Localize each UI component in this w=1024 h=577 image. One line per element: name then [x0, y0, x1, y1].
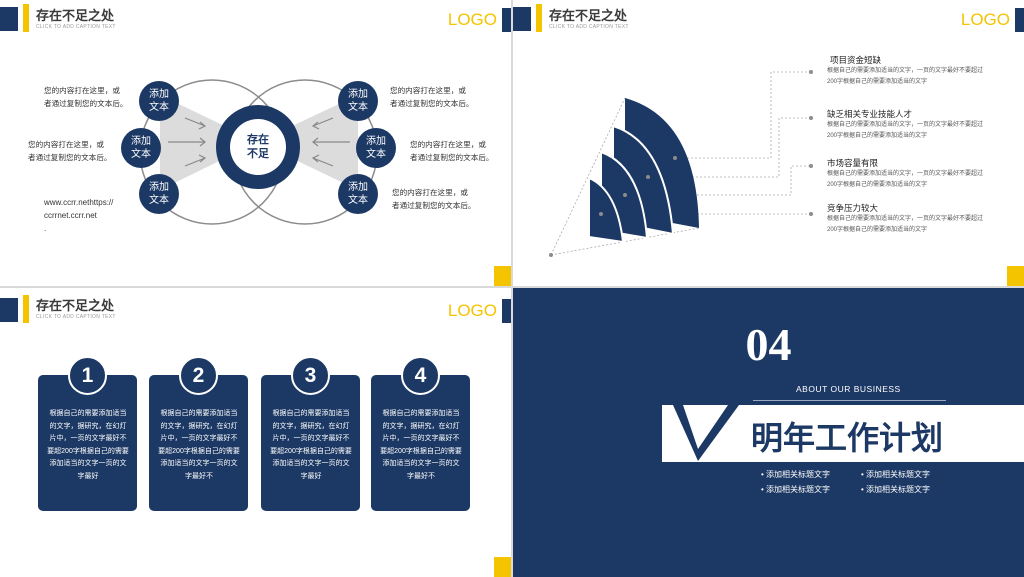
slide-subtitle: CLICK TO ADD CAPTION TEXT	[549, 24, 629, 30]
item-body-2: 根据自己的需要添加适当的文字，一页的文字最好不要超过200字根据自己的需要添加适…	[827, 122, 984, 139]
right-text-3: 您的内容打在这里，或 者通过复制您的文本后。	[392, 188, 476, 210]
slide-subtitle: CLICK TO ADD CAPTION TEXT	[36, 24, 116, 30]
slide-title: 存在不足之处	[36, 8, 115, 23]
header-navy-block	[0, 7, 18, 31]
corner-yellow-block	[494, 266, 511, 286]
node-label: 添加 文本	[366, 136, 386, 160]
card-text: 根据自己的需要添加适当的文字，据研究，在幻灯片中，一页的文字最好不要超200字根…	[270, 410, 352, 480]
header-navy-block	[513, 7, 531, 31]
card-number-1: 1	[68, 356, 107, 395]
node-label: 添加 文本	[149, 182, 169, 206]
fan-blades	[588, 98, 699, 244]
logo-navy-bar	[502, 299, 511, 323]
header-yellow-bar	[23, 295, 29, 323]
item-title-4: 竞争压力较大	[827, 203, 879, 213]
bullet-item-1: • 添加相关标题文字	[761, 470, 831, 479]
node-label: 添加 文本	[131, 136, 151, 160]
bullet-label: 添加相关标题文字	[866, 485, 931, 494]
item-title-2: 缺乏相关专业技能人才	[827, 109, 913, 119]
node-label: 添加 文本	[149, 89, 169, 113]
guide-dots	[549, 70, 813, 257]
fan-diagram	[549, 70, 813, 257]
guide-lines	[550, 71, 811, 256]
card-number-3: 3	[291, 356, 330, 395]
bullet-item-4: • 添加相关标题文字	[861, 485, 931, 494]
card-4[interactable]: 根据自己的需要添加适当的文字，据研究，在幻灯片中，一页的文字最好不要超200字根…	[371, 375, 470, 511]
card-text: 根据自己的需要添加适当的文字，据研究，在幻灯片中，一页的文字最好不要超200字根…	[47, 410, 129, 480]
slide-section-divider[interactable]: 04 ABOUT OUR BUSINESS 明年工作计划 • 添加相关标题文字 …	[513, 288, 1024, 577]
item-body-1: 根据自己的需要添加适当的文字，一页的文字最好不要超过200字根据自己的需要添加适…	[827, 68, 984, 85]
arrows	[168, 117, 350, 167]
card-2[interactable]: 根据自己的需要添加适当的文字，据研究，在幻灯片中，一页的文字最好不要超200字根…	[149, 375, 248, 511]
eyebrow-divider	[753, 400, 946, 401]
right-text-1: 您的内容打在这里，或 者通过复制您的文本后。	[390, 86, 474, 108]
card-number-2: 2	[179, 356, 218, 395]
logo: LOGO	[960, 10, 1010, 29]
card-text: 根据自己的需要添加适当的文字，据研究，在幻灯片中，一页的文字最好不要超200字根…	[158, 410, 240, 480]
corner-yellow-block	[494, 557, 511, 577]
center-node[interactable]: 存在 不足	[216, 105, 300, 189]
card-3[interactable]: 根据自己的需要添加适当的文字，据研究，在幻灯片中，一页的文字最好不要超200字根…	[261, 375, 360, 511]
left-gray-wedge	[160, 95, 258, 190]
slide-title: 存在不足之处	[549, 8, 628, 23]
node-right-middle[interactable]: 添加 文本	[356, 128, 396, 168]
node-right-top[interactable]: 添加 文本	[338, 81, 378, 121]
logo: LOGO	[447, 301, 497, 320]
bullet-label: 添加相关标题文字	[766, 470, 831, 479]
node-label: 添加 文本	[348, 89, 368, 113]
item-body-3: 根据自己的需要添加适当的文字，一页的文字最好不要超过200字根据自己的需要添加适…	[827, 171, 984, 188]
overlap-circles-diagram	[139, 79, 378, 225]
right-text-2: 您的内容打在这里，或 者通过复制您的文本后。	[410, 140, 494, 162]
item-title-3: 市场容量有限	[827, 158, 879, 168]
left-text-1: 您的内容打在这里，或 者通过复制您的文本后。	[44, 86, 128, 108]
bullet-item-3: • 添加相关标题文字	[761, 485, 831, 494]
right-gray-wedge	[258, 95, 358, 190]
slide-subtitle: CLICK TO ADD CAPTION TEXT	[36, 314, 116, 320]
bullet-label: 添加相关标题文字	[866, 470, 931, 479]
header-yellow-bar	[23, 4, 29, 32]
section-title: 明年工作计划	[751, 420, 944, 456]
node-right-bottom[interactable]: 添加 文本	[338, 174, 378, 214]
section-eyebrow: ABOUT OUR BUSINESS	[796, 384, 901, 394]
card-1[interactable]: 根据自己的需要添加适当的文字，据研究，在幻灯片中，一页的文字最好不要超200字根…	[38, 375, 137, 511]
slide-numbered-cards[interactable]: 存在不足之处 CLICK TO ADD CAPTION TEXT LOGO 根据…	[0, 288, 511, 577]
node-left-bottom[interactable]: 添加 文本	[139, 174, 179, 214]
item-title-1: 项目资金短缺	[830, 55, 882, 65]
slide-fan-diagram[interactable]: 存在不足之处 CLICK TO ADD CAPTION TEXT LOGO	[513, 0, 1024, 286]
center-node-label: 存在 不足	[230, 119, 286, 175]
header-navy-block	[0, 298, 18, 322]
card-text: 根据自己的需要添加适当的文字，据研究，在幻灯片中，一页的文字最好不要超200字根…	[380, 410, 462, 480]
logo: LOGO	[447, 10, 497, 29]
corner-yellow-block	[1007, 266, 1024, 286]
section-number: 04	[745, 319, 792, 370]
node-left-middle[interactable]: 添加 文本	[121, 128, 161, 168]
item-body-4: 根据自己的需要添加适当的文字，一页的文字最好不要超过200字根据自己的需要添加适…	[827, 216, 984, 233]
bullet-label: 添加相关标题文字	[766, 485, 831, 494]
card-number-4: 4	[401, 356, 440, 395]
node-label: 添加 文本	[348, 182, 368, 206]
logo-navy-bar	[502, 8, 511, 32]
slide-circle-diagram[interactable]: 存在不足之处 CLICK TO ADD CAPTION TEXT LOGO 存在…	[0, 0, 511, 286]
header-yellow-bar	[536, 4, 542, 32]
left-text-2: 您的内容打在这里，或 者通过复制您的文本后。	[28, 140, 112, 162]
slide-title: 存在不足之处	[36, 298, 115, 313]
node-left-top[interactable]: 添加 文本	[139, 81, 179, 121]
logo-navy-bar	[1015, 8, 1024, 32]
bullet-item-2: • 添加相关标题文字	[861, 470, 931, 479]
title-chevron	[673, 405, 739, 461]
left-text-3: www.ccrr.nethttps:// ccrrnet.ccrr.net .	[44, 198, 114, 233]
